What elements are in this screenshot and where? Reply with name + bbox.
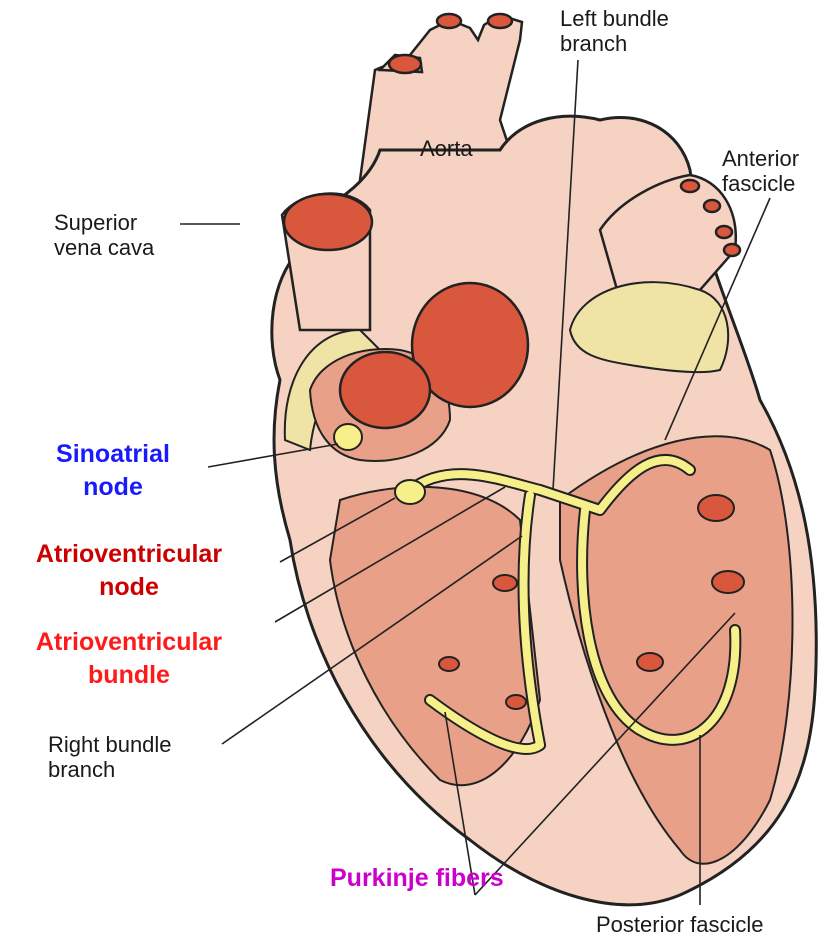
anterior-fascicle-line-1: Anterior [722,146,799,171]
av-node-shape [395,480,425,504]
atrioventricular-node-label: Atrioventricular node [4,538,254,604]
purkinje-fibers-label: Purkinje fibers [330,862,504,895]
posterior-fascicle-label: Posterior fascicle [596,912,764,937]
left-bundle-branch-line-2: branch [560,31,669,56]
atrioventricular-bundle-label: Atrioventricular bundle [4,626,254,692]
right-bundle-branch-line-2: branch [48,757,172,782]
sinoatrial-node-label: Sinoatrial node [18,438,208,504]
av-bundle-line-2: bundle [4,659,254,692]
sinoatrial-node-line-2: node [18,471,208,504]
av-node-line-2: node [4,571,254,604]
left-bundle-branch-label: Left bundle branch [560,6,669,56]
sinoatrial-node-line-1: Sinoatrial [18,438,208,471]
purkinje-fibers-text: Purkinje fibers [330,862,504,895]
right-bundle-branch-line-1: Right bundle [48,732,172,757]
posterior-fascicle-text: Posterior fascicle [596,912,764,937]
superior-vena-cava-label: Superior vena cava [54,210,154,260]
anterior-fascicle-line-2: fascicle [722,171,799,196]
av-node-line-1: Atrioventricular [4,538,254,571]
superior-vena-cava-line-1: Superior [54,210,154,235]
pulmonary-opening [340,352,430,428]
aorta-text: Aorta [420,136,473,161]
sinoatrial-node-shape [334,424,362,450]
left-bundle-branch-line-1: Left bundle [560,6,669,31]
aorta-label: Aorta [420,136,473,161]
superior-vena-cava-line-2: vena cava [54,235,154,260]
right-bundle-branch-label: Right bundle branch [48,732,172,782]
av-bundle-line-1: Atrioventricular [4,626,254,659]
anterior-fascicle-label: Anterior fascicle [722,146,799,196]
